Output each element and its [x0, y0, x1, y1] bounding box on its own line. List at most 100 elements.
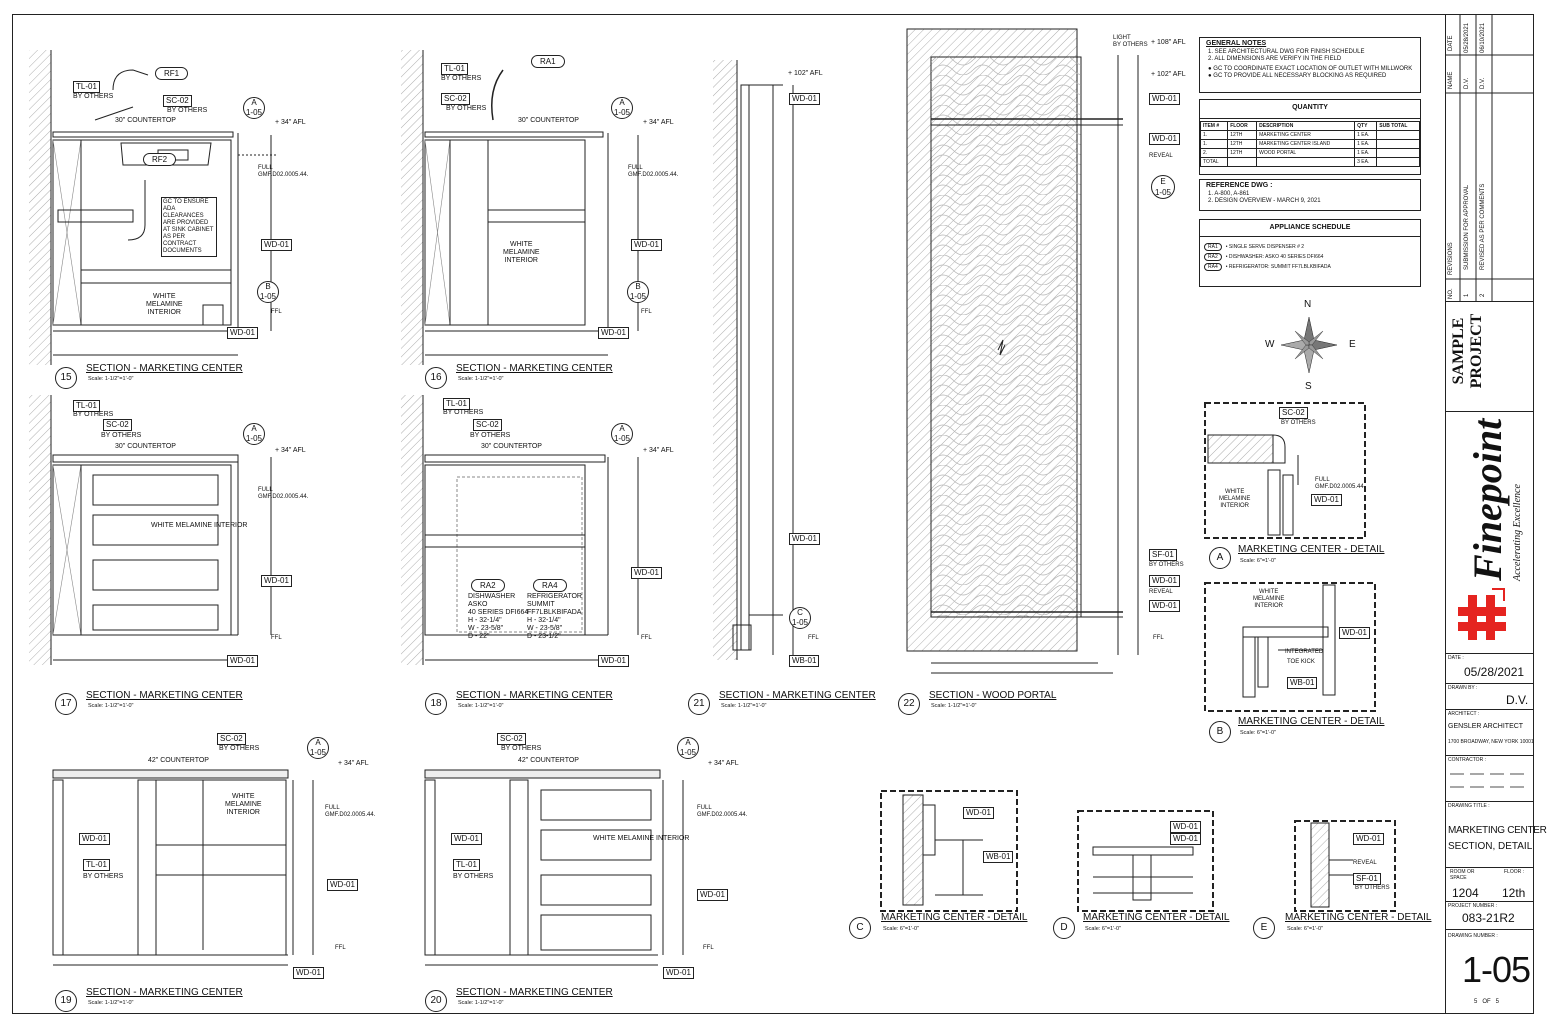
tag-sc02: SC-02 [497, 733, 526, 745]
section-number[interactable]: 16 [425, 367, 447, 389]
drawing-sheet: TL-01 BY OTHERS SC-02 BY OTHERS RF1 RF2 … [12, 14, 1547, 1014]
appliance-code: RA2 [1204, 253, 1222, 261]
label-full: FULL [258, 165, 273, 171]
quantity-cell [1376, 157, 1420, 167]
tag-wd01: WD-01 [1149, 600, 1180, 612]
tag-sc02: SC-02 [1279, 407, 1308, 419]
tag-wd01: WD-01 [1149, 133, 1180, 145]
section-16-drawing [401, 50, 639, 365]
label-by-others: BY OTHERS [73, 411, 114, 418]
appliance-desc: • REFRIGERATOR: SUMMIT FF7LBLKBIFADA [1225, 264, 1331, 270]
section-number[interactable]: 15 [55, 367, 77, 389]
level-34-afl: + 34" AFL [643, 119, 674, 126]
label-countertop: 30" COUNTERTOP [481, 443, 542, 450]
tag-wd01: WD-01 [261, 239, 292, 251]
tag-wd01: WD-01 [663, 967, 694, 979]
tag-tl01: TL-01 [441, 63, 468, 75]
section-number[interactable]: 20 [425, 990, 447, 1012]
tag-wd01: WD-01 [327, 879, 358, 891]
date-field: DATE : 05/28/2021 [1446, 653, 1534, 684]
detail-e-number[interactable]: E [1253, 917, 1275, 939]
tag-wd01: WD-01 [697, 889, 728, 901]
detail-d-drawing [1077, 810, 1214, 912]
detail-b-number[interactable]: B [1209, 721, 1231, 743]
tag-wd01: WD-01 [963, 807, 994, 819]
tag-wd01: WD-01 [227, 655, 258, 667]
detail-d-number[interactable]: D [1053, 917, 1075, 939]
level-34-afl: + 34" AFL [708, 760, 739, 767]
general-notes-item: 2. ALL DIMENSIONS ARE VERIFY IN THE FIEL… [1208, 56, 1342, 62]
drawn-by-field: DRAWN BY : D.V. [1446, 683, 1534, 710]
detail-title: MARKETING CENTER - DETAIL [881, 912, 1028, 923]
section-21-drawing [713, 60, 794, 660]
rev-header-name: NAME [1448, 71, 1454, 89]
drawn-by-value: D.V. [1506, 693, 1529, 707]
section-number[interactable]: 19 [55, 990, 77, 1012]
section-number[interactable]: 22 [898, 693, 920, 715]
general-notes-title: GENERAL NOTES [1206, 40, 1267, 47]
level-34-afl: + 34" AFL [338, 760, 369, 767]
ra4-spec-line: FF7LBLKBIFADA [527, 609, 582, 616]
detail-e-drawing [1294, 820, 1396, 912]
label-light: LIGHT [1113, 35, 1131, 41]
detail-c-number[interactable]: C [849, 917, 871, 939]
label-reveal: REVEAL [1353, 860, 1377, 866]
label-countertop: 30" COUNTERTOP [115, 117, 176, 124]
quantity-cell: MARKETING CENTER ISLAND [1256, 139, 1356, 149]
rev-date: 06/10/2021 [1480, 22, 1486, 53]
section-15-drawing [29, 50, 278, 365]
appliance-desc: • DISHWASHER: ASKO 40 SERIES DFI664 [1225, 254, 1324, 260]
section-number[interactable]: 18 [425, 693, 447, 715]
detail-title: MARKETING CENTER - DETAIL [1285, 912, 1432, 923]
label-ffl: FFL [271, 635, 282, 641]
drawing-number-value: 1-05 [1462, 949, 1531, 990]
section-title: SECTION - MARKETING CENTER [86, 363, 243, 374]
tag-sc02: SC-02 [441, 93, 470, 105]
tag-ra2: RA2 [471, 579, 505, 592]
tag-rf2: RF2 [143, 153, 177, 166]
tag-wd01: WD-01 [1339, 627, 1370, 639]
rev-header-revisions: REVISIONS [1448, 242, 1454, 275]
architect-address: 1700 BROADWAY, NEW YORK 10001 [1448, 739, 1534, 745]
section-number[interactable]: 17 [55, 693, 77, 715]
ra4-spec-line: SUMMIT [527, 601, 555, 608]
quantity-cell: MARKETING CENTER [1256, 130, 1356, 140]
label-by-others: BY OTHERS [441, 75, 482, 82]
general-notes-panel: GENERAL NOTES 1. SEE ARCHITECTURAL DWG F… [1199, 37, 1421, 93]
level-34-afl: + 34" AFL [275, 119, 306, 126]
quantity-cell [1376, 139, 1420, 149]
reference-item: 1. A-800, A-861 [1208, 191, 1250, 197]
section-number[interactable]: 21 [688, 693, 710, 715]
label-countertop: 42" COUNTERTOP [148, 757, 209, 764]
company-logo-icon [1458, 588, 1506, 640]
quantity-cell: 2. [1199, 148, 1229, 158]
ra4-spec-line: W - 23-5/8" [527, 625, 563, 632]
detail-a-number[interactable]: A [1209, 547, 1231, 569]
label-full: FULL [1315, 477, 1330, 483]
section-17-drawing [29, 395, 272, 665]
compass-s: S [1305, 381, 1312, 392]
appliance-code: RA1 [1204, 243, 1222, 251]
level-102-afl: + 102" AFL [1151, 71, 1186, 78]
quantity-cell: 1 EA. [1354, 139, 1378, 149]
floor-value: 12th [1502, 886, 1526, 900]
label-ffl: FFL [641, 635, 652, 641]
quantity-cell [1376, 148, 1420, 158]
level-102-afl: + 102" AFL [788, 70, 823, 77]
